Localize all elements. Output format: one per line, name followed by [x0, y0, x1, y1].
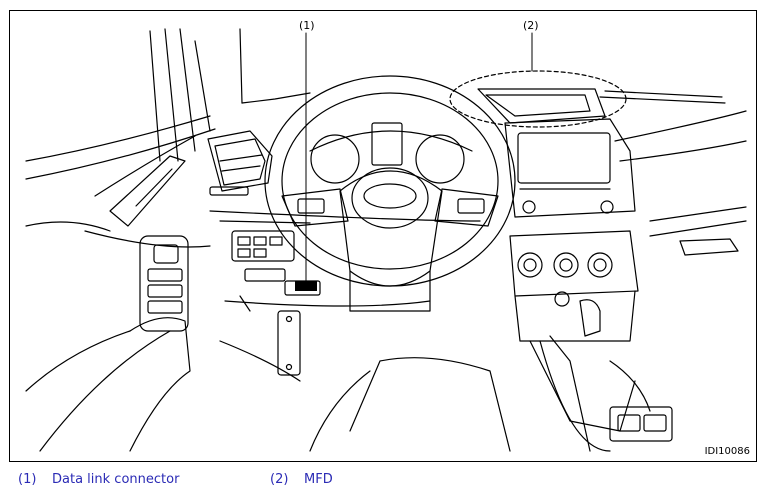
legend-item-1: (1) Data link connector: [18, 472, 179, 487]
dashboard-line-drawing: [25, 28, 747, 452]
dashboard-illustration: (1) (2) IDI10086: [9, 10, 757, 462]
legend-number: (2): [270, 472, 289, 487]
image-id-label: IDI10086: [704, 446, 750, 457]
figure-legend: (1) Data link connector (2) MFD: [18, 472, 758, 492]
multi-function-display: [449, 70, 636, 218]
legend-label: Data link connector: [52, 472, 180, 487]
driver-door: [25, 115, 216, 452]
callout-label-1: (1): [299, 19, 315, 32]
lower-switch-cluster: [231, 230, 321, 296]
windshield-frame: [149, 28, 726, 162]
dashboard-body: [209, 110, 747, 452]
window-switch-panel: [139, 235, 189, 332]
callout-leaders: [305, 32, 533, 284]
accelerator-pedal: [277, 310, 301, 376]
centre-console: [509, 230, 673, 452]
legend-item-2: (2) MFD: [270, 472, 333, 487]
legend-label: MFD: [304, 472, 333, 487]
callout-label-2: (2): [523, 19, 539, 32]
left-air-vent: [207, 130, 273, 196]
legend-number: (1): [18, 472, 37, 487]
steering-wheel: [264, 75, 516, 312]
data-link-connector-mark: [295, 281, 317, 291]
